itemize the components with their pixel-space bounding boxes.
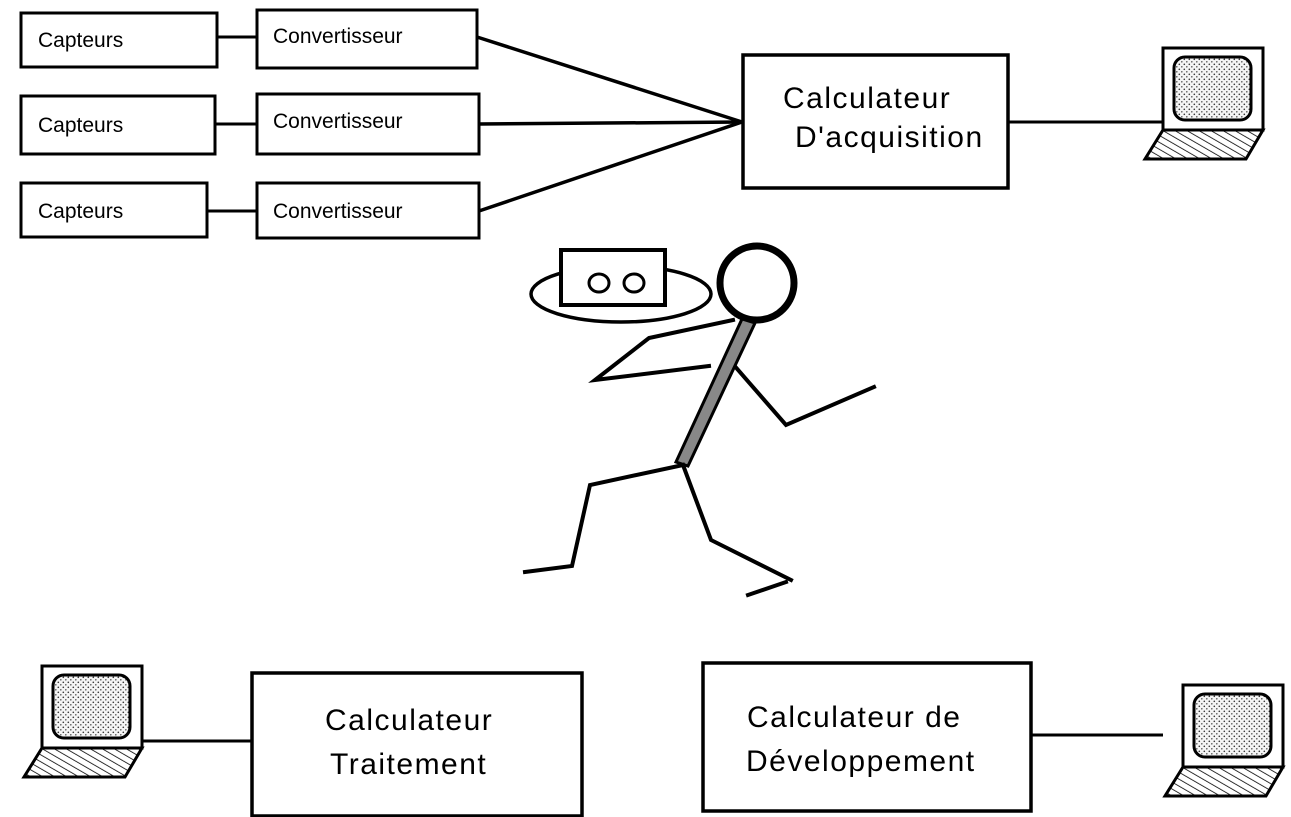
converter-box <box>255 92 481 156</box>
converter-box <box>255 181 481 240</box>
developpement-computer: Calculateur de Développement <box>701 661 1033 813</box>
sensor-row-1: Capteurs Convertisseur <box>19 8 479 70</box>
runner-head <box>716 242 798 324</box>
cassette-reel-left <box>587 272 611 294</box>
laptop-icon <box>1143 46 1265 161</box>
sensor-label: Capteurs <box>38 114 123 137</box>
traitement-computer: Calculateur Traitement <box>250 671 584 817</box>
sensor-row-3: Capteurs Convertisseur <box>19 181 481 240</box>
sensor-label: Capteurs <box>38 200 123 223</box>
laptop-icon <box>1163 683 1285 798</box>
runner-torso <box>673 317 758 468</box>
converter-label: Convertisseur <box>273 110 403 133</box>
acquisition-computer: Calculateur D'acquisition <box>741 53 1010 190</box>
cassette-icon <box>559 248 667 307</box>
traitement-label-line1: Calculateur <box>325 704 493 737</box>
runner-back-leg <box>522 462 686 575</box>
traitement-box <box>250 671 584 817</box>
sensor-box <box>19 11 219 69</box>
developpement-box <box>701 661 1033 813</box>
acquisition-label-line1: Calculateur <box>783 82 951 115</box>
acquisition-label-line2: D'acquisition <box>795 121 984 154</box>
cassette-reel-right <box>622 272 646 294</box>
runner-front-arm <box>729 360 877 428</box>
runner-foot <box>745 579 789 598</box>
runner-raised-arm <box>588 317 736 383</box>
runner-front-leg <box>680 462 794 583</box>
developpement-label-line2: Développement <box>746 745 976 778</box>
runner-figure <box>522 242 877 598</box>
converter-label: Convertisseur <box>273 25 403 48</box>
laptop-icon <box>22 664 144 779</box>
converter-box <box>255 8 479 70</box>
developpement-label-line1: Calculateur de <box>747 701 961 734</box>
sensor-row-2: Capteurs Convertisseur <box>19 92 481 156</box>
converter-acquisition-links <box>476 35 743 213</box>
traitement-label-line2: Traitement <box>330 748 487 781</box>
sensor-label: Capteurs <box>38 29 123 52</box>
sensor-box <box>19 94 217 156</box>
converter-label: Convertisseur <box>273 200 403 223</box>
